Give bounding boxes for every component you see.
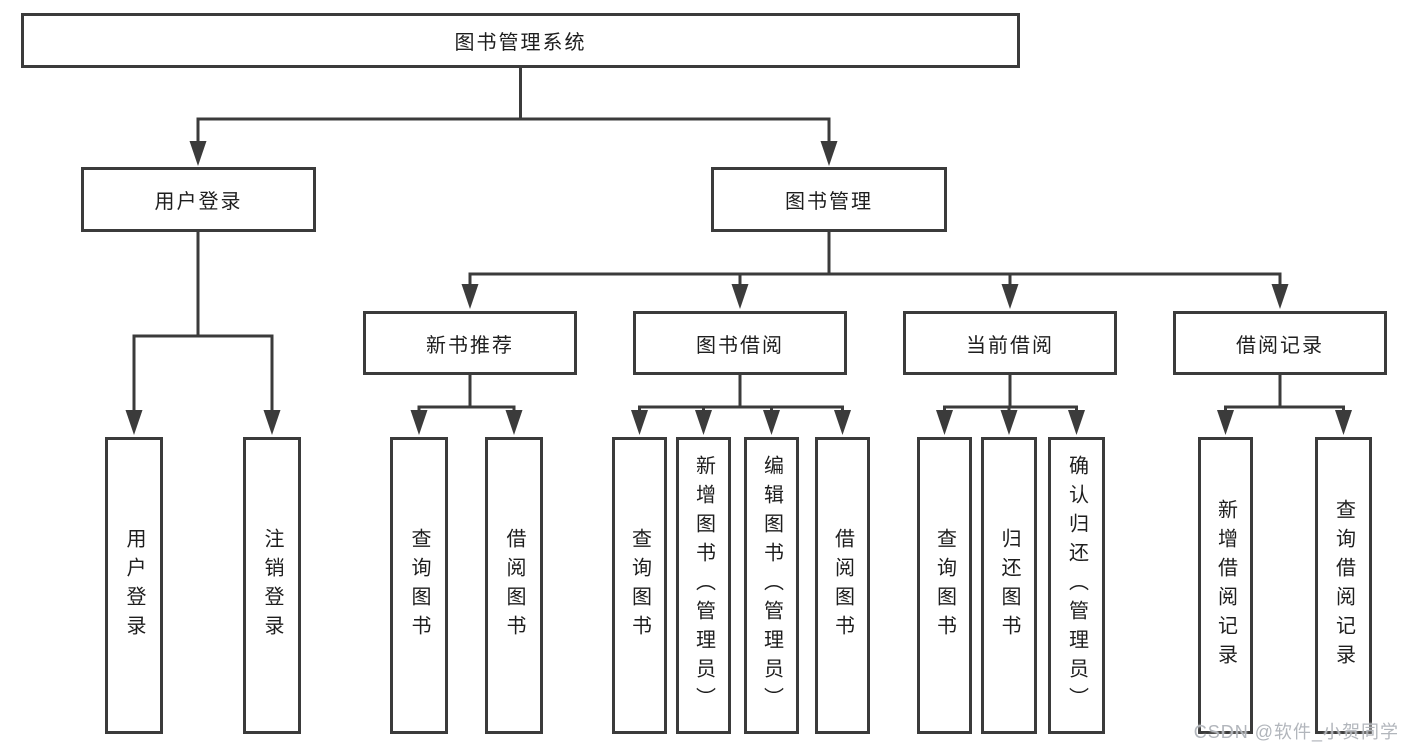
node-new-book-recommend-label: 新书推荐 [426,334,514,357]
node-borrow-records: 借阅记录 [1173,311,1387,375]
leaf-return-books: 归还图书 [981,437,1037,734]
leaf-user-login: 用户登录 [105,437,163,734]
leaf-borrow-books-label: 借阅图书 [831,527,854,644]
node-book-management-branch-label: 图书管理 [785,191,873,213]
leaf-add-borrow-record: 新增借阅记录 [1198,437,1253,734]
leaf-confirm-return-admin: 确认归还（管理员） [1048,437,1105,734]
node-book-borrow-label: 图书借阅 [696,334,784,357]
leaf-query-books-current: 查询图书 [917,437,972,734]
leaf-query-books-recommend-label: 查询图书 [408,527,430,644]
leaf-borrow-books-recommend-label: 借阅图书 [503,527,525,644]
leaf-query-books-recommend: 查询图书 [390,437,448,734]
node-user-login-branch-label: 用户登录 [154,191,243,213]
leaf-borrow-books: 借阅图书 [815,437,870,734]
node-user-login-branch: 用户登录 [81,167,316,232]
leaf-query-books-borrow: 查询图书 [612,437,667,734]
arrowheads [125,141,1352,435]
leaf-query-borrow-record-label: 查询借阅记录 [1332,498,1355,673]
leaf-edit-books-admin: 编辑图书（管理员） [744,437,799,734]
leaf-add-borrow-record-label: 新增借阅记录 [1214,498,1237,673]
leaf-query-books-borrow-label: 查询图书 [628,527,651,644]
node-book-management-branch: 图书管理 [711,167,947,232]
leaf-return-books-label: 归还图书 [998,527,1020,644]
node-borrow-records-label: 借阅记录 [1236,334,1324,357]
node-root-label: 图书管理系统 [454,32,587,54]
node-current-borrow: 当前借阅 [903,311,1117,375]
leaf-confirm-return-admin-label: 确认归还（管理员） [1065,455,1088,716]
leaf-logout-label: 注销登录 [261,527,283,644]
node-book-borrow: 图书借阅 [633,311,847,375]
leaf-logout: 注销登录 [243,437,301,734]
watermark: CSDN @软件_小贺同学 [1193,722,1399,742]
node-root: 图书管理系统 [21,13,1020,68]
node-new-book-recommend: 新书推荐 [363,311,577,375]
leaf-query-borrow-record: 查询借阅记录 [1315,437,1372,734]
leaf-user-login-label: 用户登录 [123,527,145,644]
leaf-add-books-admin: 新增图书（管理员） [676,437,731,734]
node-current-borrow-label: 当前借阅 [966,334,1054,357]
leaf-edit-books-admin-label: 编辑图书（管理员） [760,455,783,716]
leaf-borrow-books-recommend: 借阅图书 [485,437,543,734]
leaf-add-books-admin-label: 新增图书（管理员） [692,455,715,716]
leaf-query-books-current-label: 查询图书 [933,527,956,644]
